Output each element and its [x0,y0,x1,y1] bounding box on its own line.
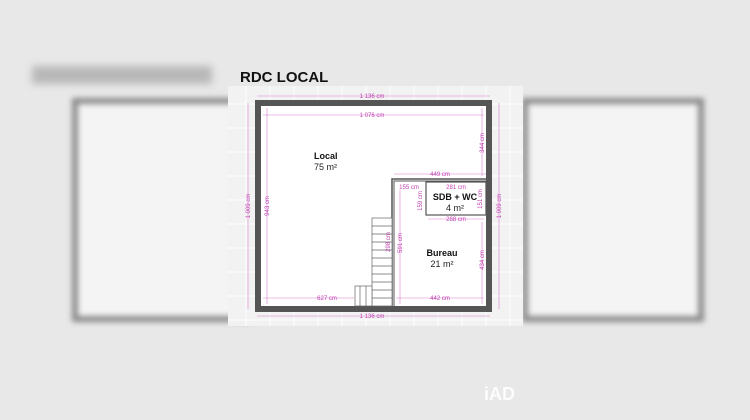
dim-bureau-height: 591 cm [398,233,404,253]
dim-bottom-right: 442 cm [430,296,450,302]
dim-left-inner: 943 cm [265,196,271,216]
dim-sdb-bottom: 288 cm [446,217,466,223]
plan-title: RDC LOCAL [240,69,329,86]
dimension-lines [247,95,500,317]
dim-bottom-outer: 1 136 cm [360,314,385,320]
room-local-area: 75 m² [314,162,337,172]
room-sdb-area: 4 m² [446,203,464,213]
room-bureau-area: 21 m² [430,259,453,269]
dim-sdb-height: 151 cm [478,189,484,209]
sdb-wall [425,181,487,216]
room-local-name: Local [314,151,338,161]
dim-stair: 298 cm [386,232,392,252]
dim-right-lower: 434 cm [480,250,486,270]
dim-top-inner: 1 076 cm [360,113,385,119]
dim-partition-top: 449 cm [430,172,450,178]
blurred-plan-right [522,98,704,322]
dim-bottom-left: 627 cm [317,296,337,302]
dim-sdb-width: 281 cm [446,185,466,191]
dim-corridor: 155 cm [399,185,419,191]
dim-left-outer: 1 009 cm [246,194,252,219]
dim-right-upper: 344 cm [480,133,486,153]
dim-right-outer: 1 009 cm [497,194,503,219]
dim-corridor-height: 159 cm [418,191,424,211]
room-labels: Local 75 m² SDB + WC 4 m² Bureau 21 m² [314,151,478,269]
staircase [354,217,393,307]
dimension-labels: 1 136 cm 1 076 cm 344 cm 449 cm 155 cm 2… [246,94,503,320]
room-bureau-name: Bureau [426,248,457,258]
room-sdb-name: SDB + WC [433,192,478,202]
dim-top-outer: 1 136 cm [360,94,385,100]
blurred-title [32,66,212,84]
iad-logo: iAD [484,384,515,404]
